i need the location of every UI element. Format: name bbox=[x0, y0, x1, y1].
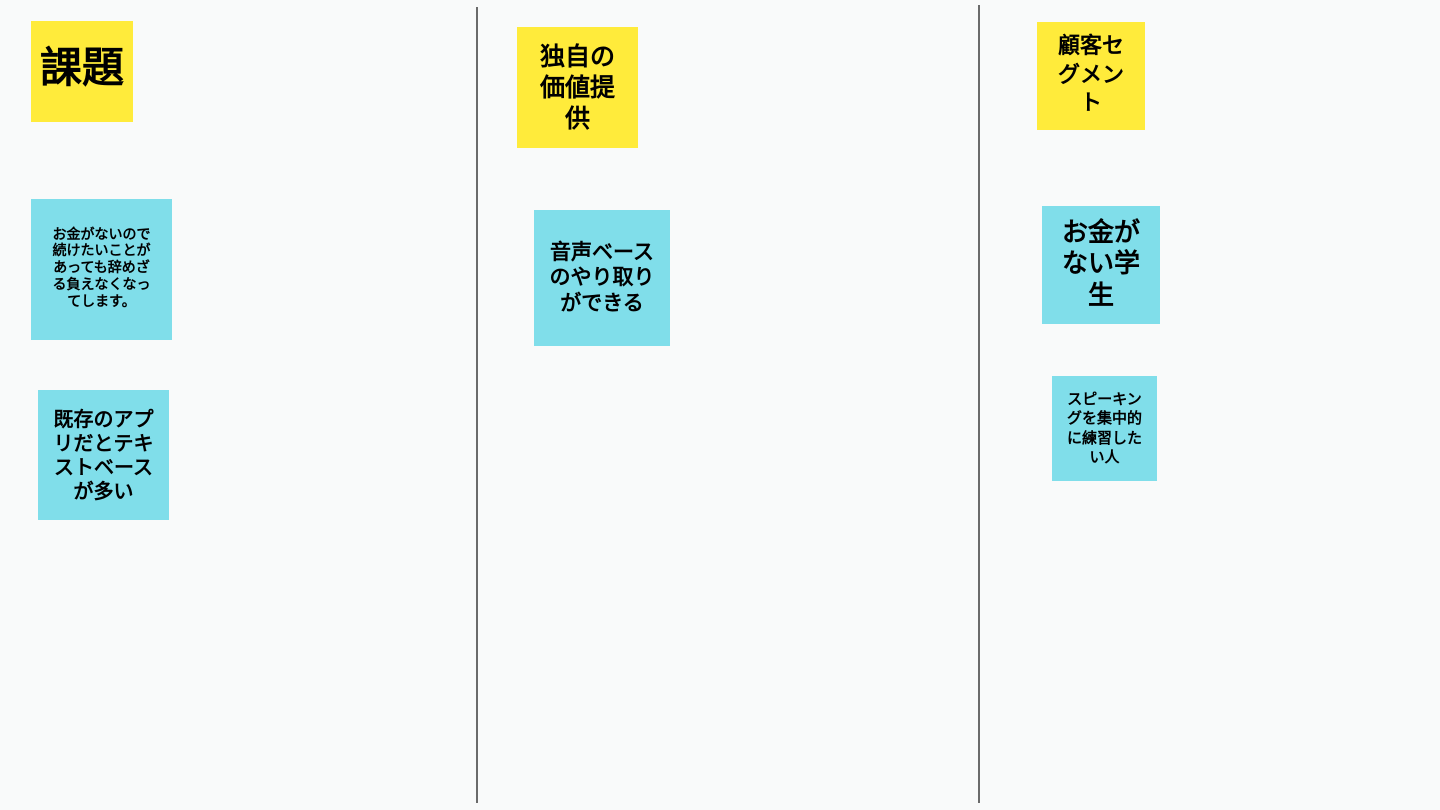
header-note-unique-value[interactable]: 独自の 価値提 供 bbox=[517, 27, 638, 148]
header-note-customer-segment[interactable]: 顧客セ グメン ト bbox=[1037, 22, 1145, 130]
column-divider-2 bbox=[978, 5, 980, 803]
sticky-note-speaking-practice[interactable]: スピーキン グを集中的 に練習した い人 bbox=[1052, 376, 1157, 481]
column-divider-1 bbox=[476, 7, 478, 803]
sticky-note-no-money-quit[interactable]: お金がないので 続けたいことが あっても辞めざ る負えなくなっ てします。 bbox=[31, 199, 172, 340]
sticky-note-voice-based[interactable]: 音声ベース のやり取り ができる bbox=[534, 210, 670, 346]
sticky-note-students-without-money[interactable]: お金が ない学 生 bbox=[1042, 206, 1160, 324]
header-note-problem[interactable]: 課題 bbox=[31, 21, 133, 122]
sticky-note-text-based-apps[interactable]: 既存のアプ リだとテキ ストベース が多い bbox=[38, 390, 169, 520]
